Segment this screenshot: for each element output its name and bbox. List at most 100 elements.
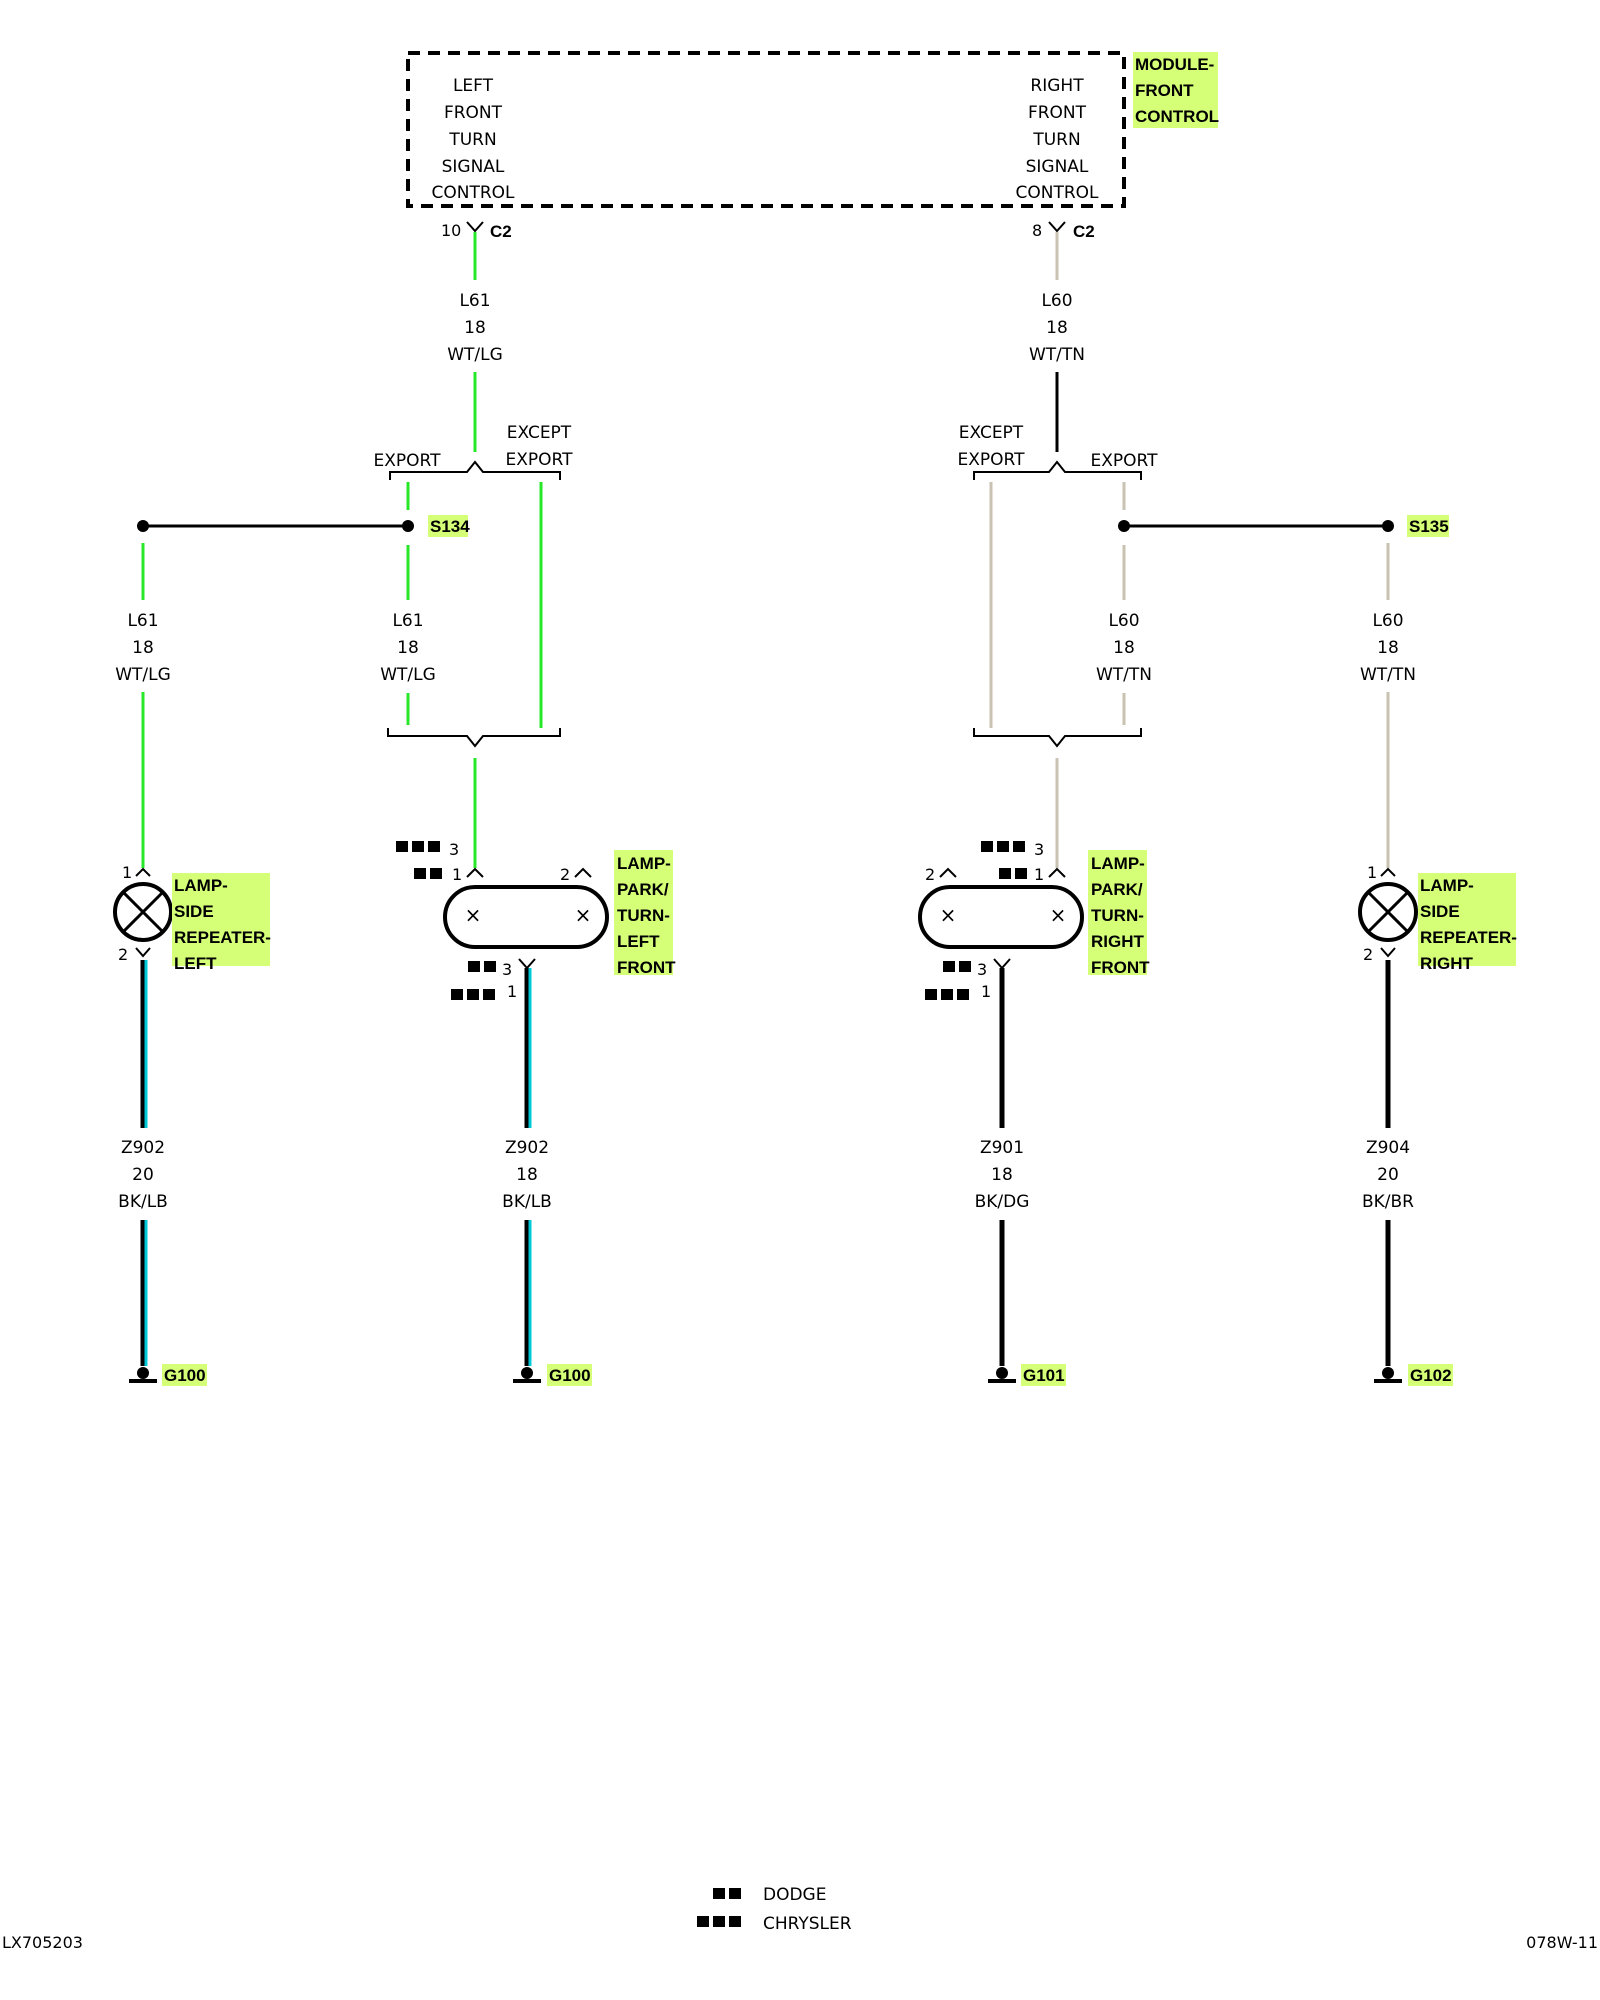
legend-chrysler-symbol-park-left-pin3 (396, 841, 440, 852)
right-except-label-2: EXPORT (958, 450, 1026, 470)
splice-s134-end-dot (137, 520, 149, 532)
repeater-right-label-1: LAMP- (1420, 876, 1474, 895)
module-front-control-box[interactable] (406, 51, 1126, 208)
repeater-left-wire-gauge: 18 (132, 638, 154, 658)
park-turn-right-lamp-body[interactable] (918, 885, 1084, 949)
park-right-filament-icon-b: × (1050, 903, 1067, 927)
repeater-left-pin1: 1 (122, 863, 132, 882)
legend-dodge-label: DODGE (763, 1885, 826, 1905)
legend-chrysler-symbol-park-left-pin1-bottom (451, 989, 495, 1000)
repeater-right-label-highlight (1418, 873, 1516, 966)
splice-s135-label: S135 (1409, 517, 1449, 536)
left-function-line-1: LEFT (453, 76, 494, 96)
park-right-label-highlight (1088, 850, 1147, 975)
ground-g100-left-icon (129, 1367, 157, 1383)
repeater-left-lamp-cross-b (122, 891, 164, 933)
repeater-left-label-1: LAMP- (174, 876, 228, 895)
repeater-left-pin2: 2 (118, 945, 128, 964)
repeater-left-wire-color: WT/LG (115, 665, 171, 685)
wire-z901-color: BK/DG (975, 1192, 1030, 1212)
module-label-highlight (1133, 52, 1218, 128)
park-right-pin1-top: 1 (1034, 865, 1044, 884)
right-function-line-5: CONTROL (1015, 183, 1099, 203)
repeater-right-wire-gauge: 18 (1377, 638, 1399, 658)
connector-c2-right-label: C2 (1073, 222, 1095, 241)
repeater-left-wire-circuit: L61 (127, 611, 158, 631)
wire-z902-mid-color: BK/LB (502, 1192, 552, 1212)
repeater-right-pin2-symbol (1380, 947, 1396, 958)
repeater-left-label-3: REPEATER- (174, 928, 271, 947)
left-function-line-3: TURN (448, 130, 496, 150)
ground-g102-label: G102 (1410, 1366, 1452, 1385)
park-left-pin1-top: 1 (452, 865, 462, 884)
legend-dodge-symbol-park-left-pin1 (414, 868, 442, 879)
module-left-pin-number: 10 (441, 221, 461, 240)
park-right-label-2: PARK/ (1091, 880, 1143, 899)
legend-chrysler-label: CHRYSLER (763, 1914, 852, 1934)
repeater-left-label-highlight (172, 873, 270, 966)
repeater-right-pin1-symbol (1380, 867, 1396, 877)
ground-g100-mid-icon (513, 1367, 541, 1383)
repeater-right-lamp-icon[interactable] (1358, 882, 1418, 942)
repeater-right-wire-color: WT/TN (1360, 665, 1416, 685)
repeater-left-label-2: SIDE (174, 902, 214, 921)
footer-right-code: 078W-11 (1526, 1933, 1598, 1952)
splice-s135-dot[interactable] (1118, 520, 1130, 532)
park-right-pin1-symbol (1048, 867, 1066, 878)
repeater-right-label-4: RIGHT (1420, 954, 1474, 973)
repeater-left-pin1-symbol (135, 867, 151, 877)
splice-s135-end-dot (1382, 520, 1394, 532)
wire-z901-gauge: 18 (991, 1165, 1013, 1185)
park-right-pin1-bottom: 1 (981, 982, 991, 1001)
park-left-label-highlight (614, 850, 673, 975)
legend-dodge-symbol (713, 1888, 741, 1899)
splice-s135-highlight (1407, 515, 1449, 537)
repeater-left-label-4: LEFT (174, 954, 217, 973)
wire-l61-gauge: 18 (464, 318, 486, 338)
wire-l60-color: WT/TN (1029, 345, 1085, 365)
left-export-wire-circuit: L61 (392, 611, 423, 631)
wire-z902-mid-circuit: Z902 (505, 1138, 549, 1158)
footer-left-code: LX705203 (2, 1933, 83, 1952)
park-left-label-3: TURN- (617, 906, 670, 925)
repeater-right-lamp-cross-b (1367, 891, 1409, 933)
splice-s134-dot[interactable] (402, 520, 414, 532)
park-left-pin1-bottom: 1 (507, 982, 517, 1001)
park-turn-left-lamp-body[interactable] (443, 885, 609, 949)
park-right-ground-pin-symbol (993, 958, 1011, 970)
ground-g100-mid-highlight (547, 1364, 592, 1386)
right-function-line-2: FRONT (1028, 103, 1087, 123)
right-option-split-brace (973, 460, 1142, 480)
park-right-label-3: TURN- (1091, 906, 1144, 925)
ground-g101-label: G101 (1023, 1366, 1065, 1385)
left-except-label-2: EXPORT (506, 450, 574, 470)
park-right-filament-icon-a: × (940, 903, 957, 927)
right-export-label: EXPORT (1091, 451, 1159, 471)
legend-chrysler-symbol-park-right-pin1-bottom (925, 989, 969, 1000)
left-option-split-brace (389, 460, 561, 480)
wire-z902-left-circuit: Z902 (121, 1138, 165, 1158)
left-export-label: EXPORT (374, 451, 442, 471)
park-right-label-4: RIGHT (1091, 932, 1145, 951)
left-function-line-4: SIGNAL (442, 157, 505, 177)
right-except-label-1: EXCEPT (959, 423, 1024, 443)
left-function-line-2: FRONT (444, 103, 503, 123)
park-left-pin2: 2 (560, 865, 570, 884)
park-left-label-4: LEFT (617, 932, 660, 951)
ground-g101-icon (988, 1367, 1016, 1383)
park-right-pin3-top: 3 (1034, 840, 1044, 859)
wire-z904-circuit: Z904 (1366, 1138, 1410, 1158)
connector-c2-right-pin-symbol (1048, 221, 1066, 233)
park-right-label-1: LAMP- (1091, 854, 1145, 873)
left-export-wire-color: WT/LG (380, 665, 436, 685)
repeater-left-lamp-icon[interactable] (113, 882, 173, 942)
left-function-line-5: CONTROL (431, 183, 515, 203)
repeater-right-pin2: 2 (1363, 945, 1373, 964)
park-left-pin2-symbol (574, 867, 592, 878)
left-except-label-1: EXCEPT (507, 423, 572, 443)
park-left-label-1: LAMP- (617, 854, 671, 873)
ground-g100-left-label: G100 (164, 1366, 206, 1385)
right-function-line-4: SIGNAL (1026, 157, 1089, 177)
repeater-left-pin2-symbol (135, 947, 151, 958)
wire-z904-gauge: 20 (1377, 1165, 1399, 1185)
